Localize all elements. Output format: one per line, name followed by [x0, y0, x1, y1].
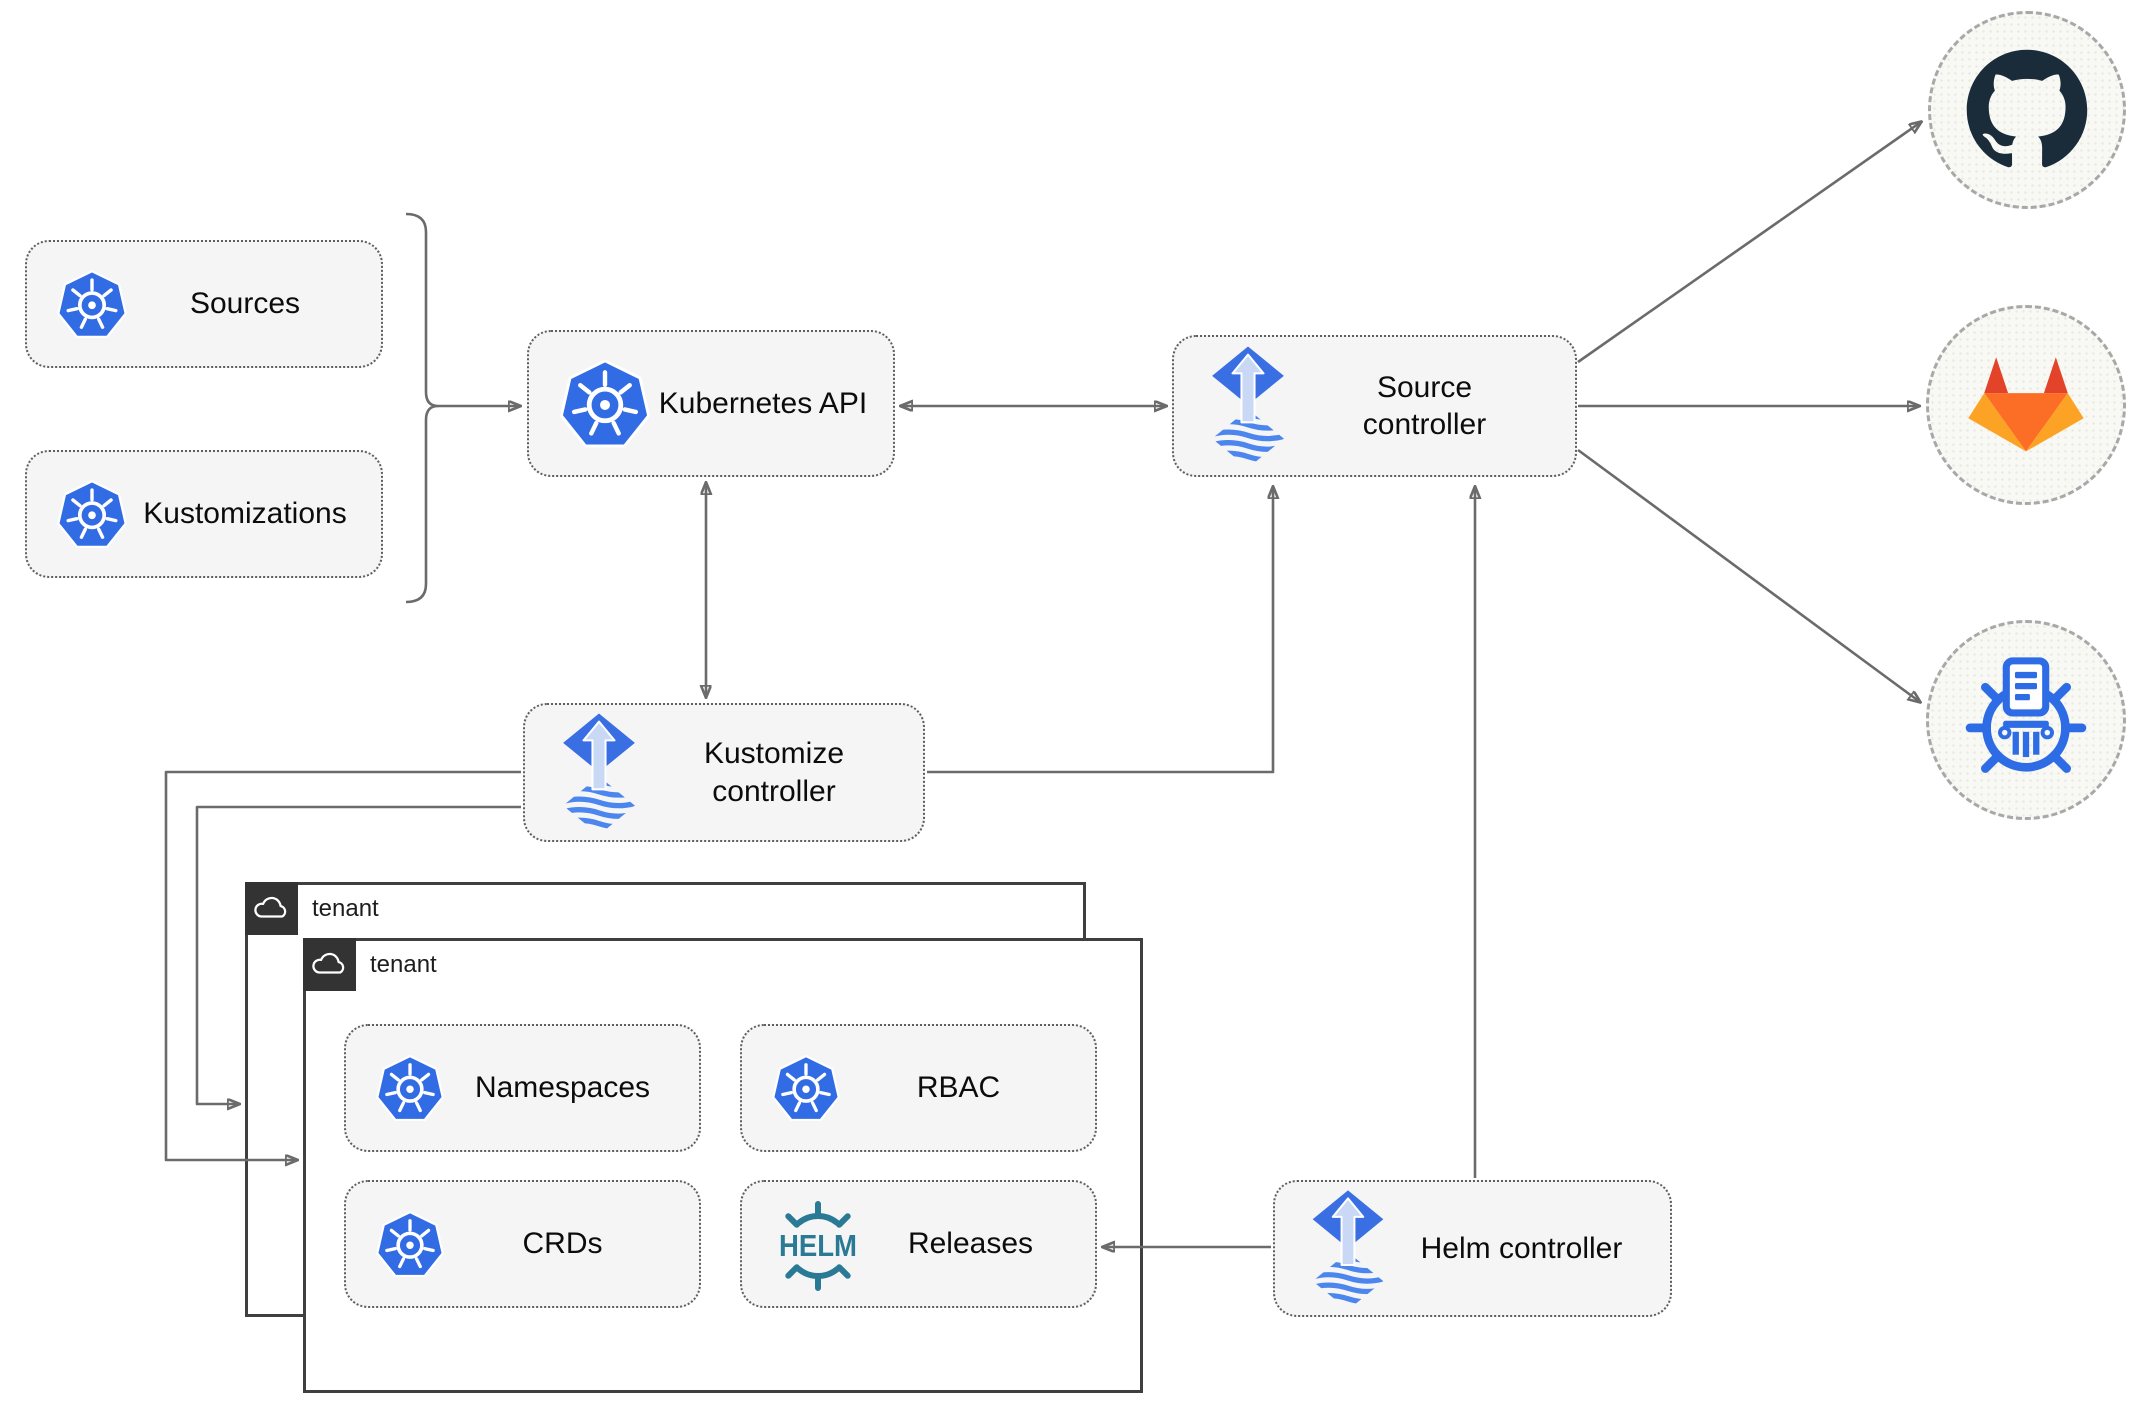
- tenant-box-inner: tenant: [303, 938, 1143, 1393]
- flux-icon: [553, 711, 645, 835]
- helm-icon: HELM: [770, 1196, 866, 1292]
- flux-icon: [1303, 1188, 1393, 1310]
- node-namespaces: Namespaces: [344, 1024, 701, 1152]
- kubernetes-icon: [770, 1054, 842, 1123]
- helm-logo-text: HELM: [779, 1228, 857, 1263]
- node-sources: Sources: [25, 240, 383, 368]
- node-label: Sources: [189, 287, 301, 321]
- kubernetes-icon: [557, 358, 653, 450]
- node-label: Source controller: [1362, 370, 1487, 442]
- node-crds: CRDs: [344, 1180, 701, 1308]
- node-label: Kustomizations: [143, 497, 347, 531]
- hub-github: [1928, 11, 2126, 209]
- node-kubernetes-api: Kubernetes API: [527, 330, 895, 477]
- node-label: RBAC: [916, 1071, 1001, 1105]
- kubernetes-icon: [374, 1054, 446, 1123]
- github-icon: [1966, 49, 2088, 168]
- tenant-label: tenant: [312, 895, 379, 922]
- node-releases: HELM Releases: [740, 1180, 1097, 1308]
- tenant-tag: [245, 882, 298, 935]
- arrow-kustomize-to-source-controller: [927, 487, 1273, 774]
- cloud-icon: [254, 895, 290, 923]
- hub-gitlab: [1926, 305, 2126, 505]
- brace-sources-group: [405, 212, 440, 604]
- node-label: Releases: [907, 1227, 1034, 1261]
- kubernetes-icon: [55, 269, 129, 340]
- node-label: CRDs: [522, 1227, 603, 1261]
- node-source-controller: Source controller: [1172, 335, 1577, 477]
- node-kustomizations: Kustomizations: [25, 450, 383, 578]
- flux-icon: [1202, 344, 1294, 468]
- tenant-tag: [303, 938, 356, 991]
- gitlab-icon: [1968, 357, 2084, 452]
- node-label: Helm controller: [1420, 1231, 1623, 1265]
- arrow-source-to-chartmuseum: [1577, 448, 1920, 702]
- cloud-icon: [312, 951, 348, 979]
- hub-chartmuseum: [1926, 620, 2126, 820]
- kubernetes-icon: [374, 1210, 446, 1279]
- tenant-label: tenant: [370, 951, 437, 978]
- node-kustomize-controller: Kustomize controller: [523, 703, 925, 842]
- node-label: Kustomize controller: [703, 737, 845, 808]
- kubernetes-icon: [55, 479, 129, 550]
- node-rbac: RBAC: [740, 1024, 1097, 1152]
- node-label: Kubernetes API: [658, 386, 868, 420]
- chartmuseum-icon: [1965, 657, 2087, 773]
- node-label: Namespaces: [474, 1071, 651, 1105]
- arrow-source-to-github: [1577, 122, 1921, 364]
- node-helm-controller: Helm controller: [1273, 1180, 1672, 1317]
